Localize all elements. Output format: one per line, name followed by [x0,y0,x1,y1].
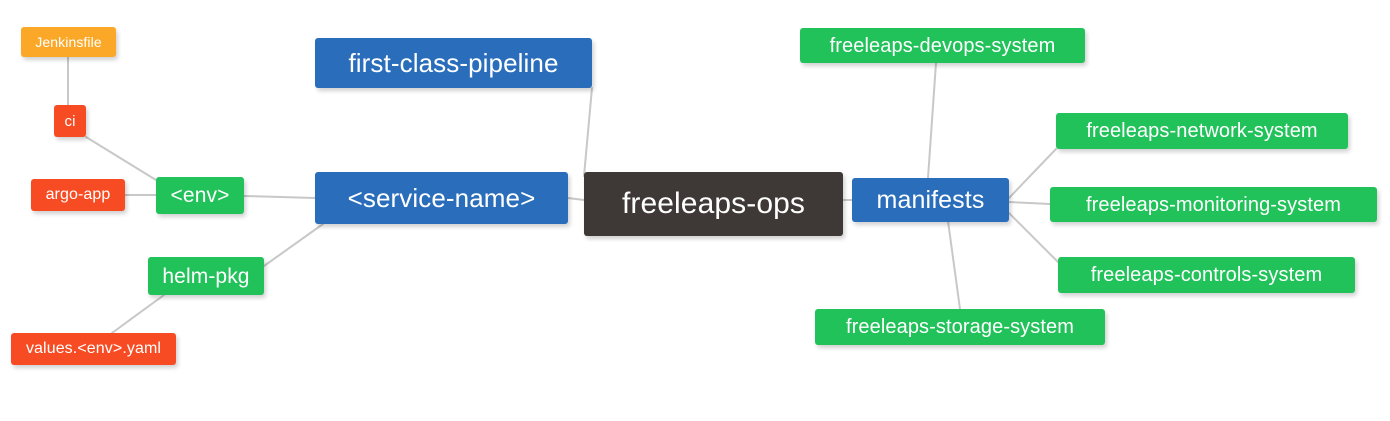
node-ci[interactable]: ci [54,105,86,137]
node-service-name[interactable]: <service-name> [315,172,568,224]
node-freeleaps-monitoring-system[interactable]: freeleaps-monitoring-system [1050,187,1377,222]
node-freeleaps-controls-system[interactable]: freeleaps-controls-system [1058,257,1355,293]
node-freeleaps-network-system[interactable]: freeleaps-network-system [1056,113,1348,149]
node-label-manifests: manifests [876,185,985,214]
node-values-yaml[interactable]: values.<env>.yaml [11,333,176,365]
node-label-service-name: <service-name> [347,183,536,213]
node-label-freeleaps-network-system: freeleaps-network-system [1086,120,1318,142]
node-label-first-class-pipeline: first-class-pipeline [348,48,559,78]
node-label-jenkinsfile: Jenkinsfile [35,34,102,50]
edge-env-ci [85,136,157,181]
edge-service-env [243,195,316,199]
node-first-class-pipeline[interactable]: first-class-pipeline [315,38,592,88]
node-label-freeleaps-ops: freeleaps-ops [621,187,806,220]
node-label-argo-app: argo-app [45,186,111,203]
edge-ops-pipeline [583,87,593,177]
node-label-helm-pkg: helm-pkg [162,264,250,288]
edge-helm-values [111,294,165,334]
edge-manifests-network [1008,148,1057,199]
node-jenkinsfile[interactable]: Jenkinsfile [21,27,116,57]
node-manifests[interactable]: manifests [852,178,1009,222]
edge-manifests-controls [1008,212,1059,263]
edge-manifests-monitoring [1008,201,1051,205]
node-label-freeleaps-controls-system: freeleaps-controls-system [1090,264,1323,286]
edge-service-helm [263,223,324,267]
node-freeleaps-devops-system[interactable]: freeleaps-devops-system [800,28,1085,63]
node-label-ci: ci [64,112,76,130]
node-label-values-yaml: values.<env>.yaml [25,340,162,357]
edge-manifests-storage [947,220,961,310]
node-freeleaps-storage-system[interactable]: freeleaps-storage-system [815,309,1105,345]
edge-ops-service [567,197,585,201]
edge-manifests-devops [927,62,937,179]
node-label-freeleaps-devops-system: freeleaps-devops-system [829,34,1056,57]
node-helm-pkg[interactable]: helm-pkg [148,257,264,295]
node-freeleaps-ops[interactable]: freeleaps-ops [584,172,843,236]
node-label-freeleaps-monitoring-system: freeleaps-monitoring-system [1085,193,1341,216]
node-argo-app[interactable]: argo-app [31,179,125,211]
node-label-env: <env> [170,184,230,207]
node-label-freeleaps-storage-system: freeleaps-storage-system [845,316,1075,338]
node-env[interactable]: <env> [156,177,244,214]
